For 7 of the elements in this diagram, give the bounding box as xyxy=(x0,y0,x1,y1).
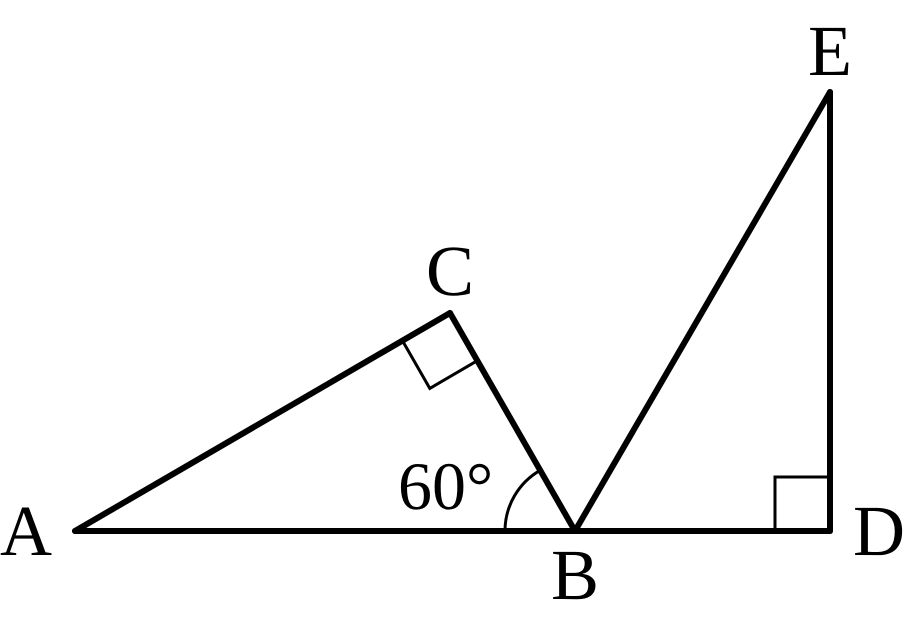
point-label: A xyxy=(0,495,75,567)
point-label: B xyxy=(545,531,605,611)
point-label: E xyxy=(795,15,865,92)
angle-label: 60° xyxy=(398,452,494,520)
point-label: D xyxy=(830,495,905,567)
line-segment xyxy=(827,89,833,534)
point-label: C xyxy=(415,235,485,313)
